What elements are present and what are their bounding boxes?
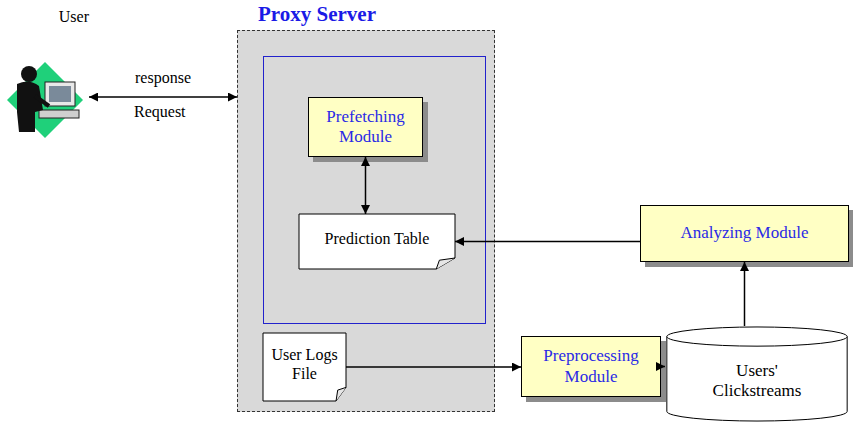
node-text: Prefetching Module bbox=[315, 107, 416, 148]
process-box: Analyzing Module bbox=[640, 205, 849, 262]
arrow-label: response bbox=[133, 69, 193, 87]
node-text: Users' Clickstreams bbox=[697, 361, 817, 402]
node-text: Prediction Table bbox=[325, 229, 430, 248]
server-region: Proxy ServerPrefetching ModulePrediction… bbox=[237, 30, 495, 412]
document-shape: User Logs File bbox=[263, 333, 346, 401]
process-box: Prefetching Module bbox=[308, 97, 423, 157]
database-cylinder: Users' Clickstreams bbox=[665, 326, 849, 422]
process-box: Preprocessing Module bbox=[521, 336, 661, 397]
connector-arrow bbox=[744, 262, 746, 326]
node-text: Analyzing Module bbox=[681, 223, 809, 243]
node-text: User bbox=[5, 0, 89, 26]
region-title: Proxy Server bbox=[258, 2, 376, 27]
connector-arrow bbox=[89, 96, 237, 98]
arrow-label: Request bbox=[132, 103, 188, 121]
user-figure: User bbox=[5, 0, 89, 160]
node-text: Preprocessing Module bbox=[528, 346, 654, 387]
connector-arrow bbox=[661, 366, 665, 368]
node-text: User Logs File bbox=[271, 345, 338, 383]
user-icon bbox=[5, 48, 89, 158]
document-shape: Prediction Table bbox=[299, 214, 455, 269]
